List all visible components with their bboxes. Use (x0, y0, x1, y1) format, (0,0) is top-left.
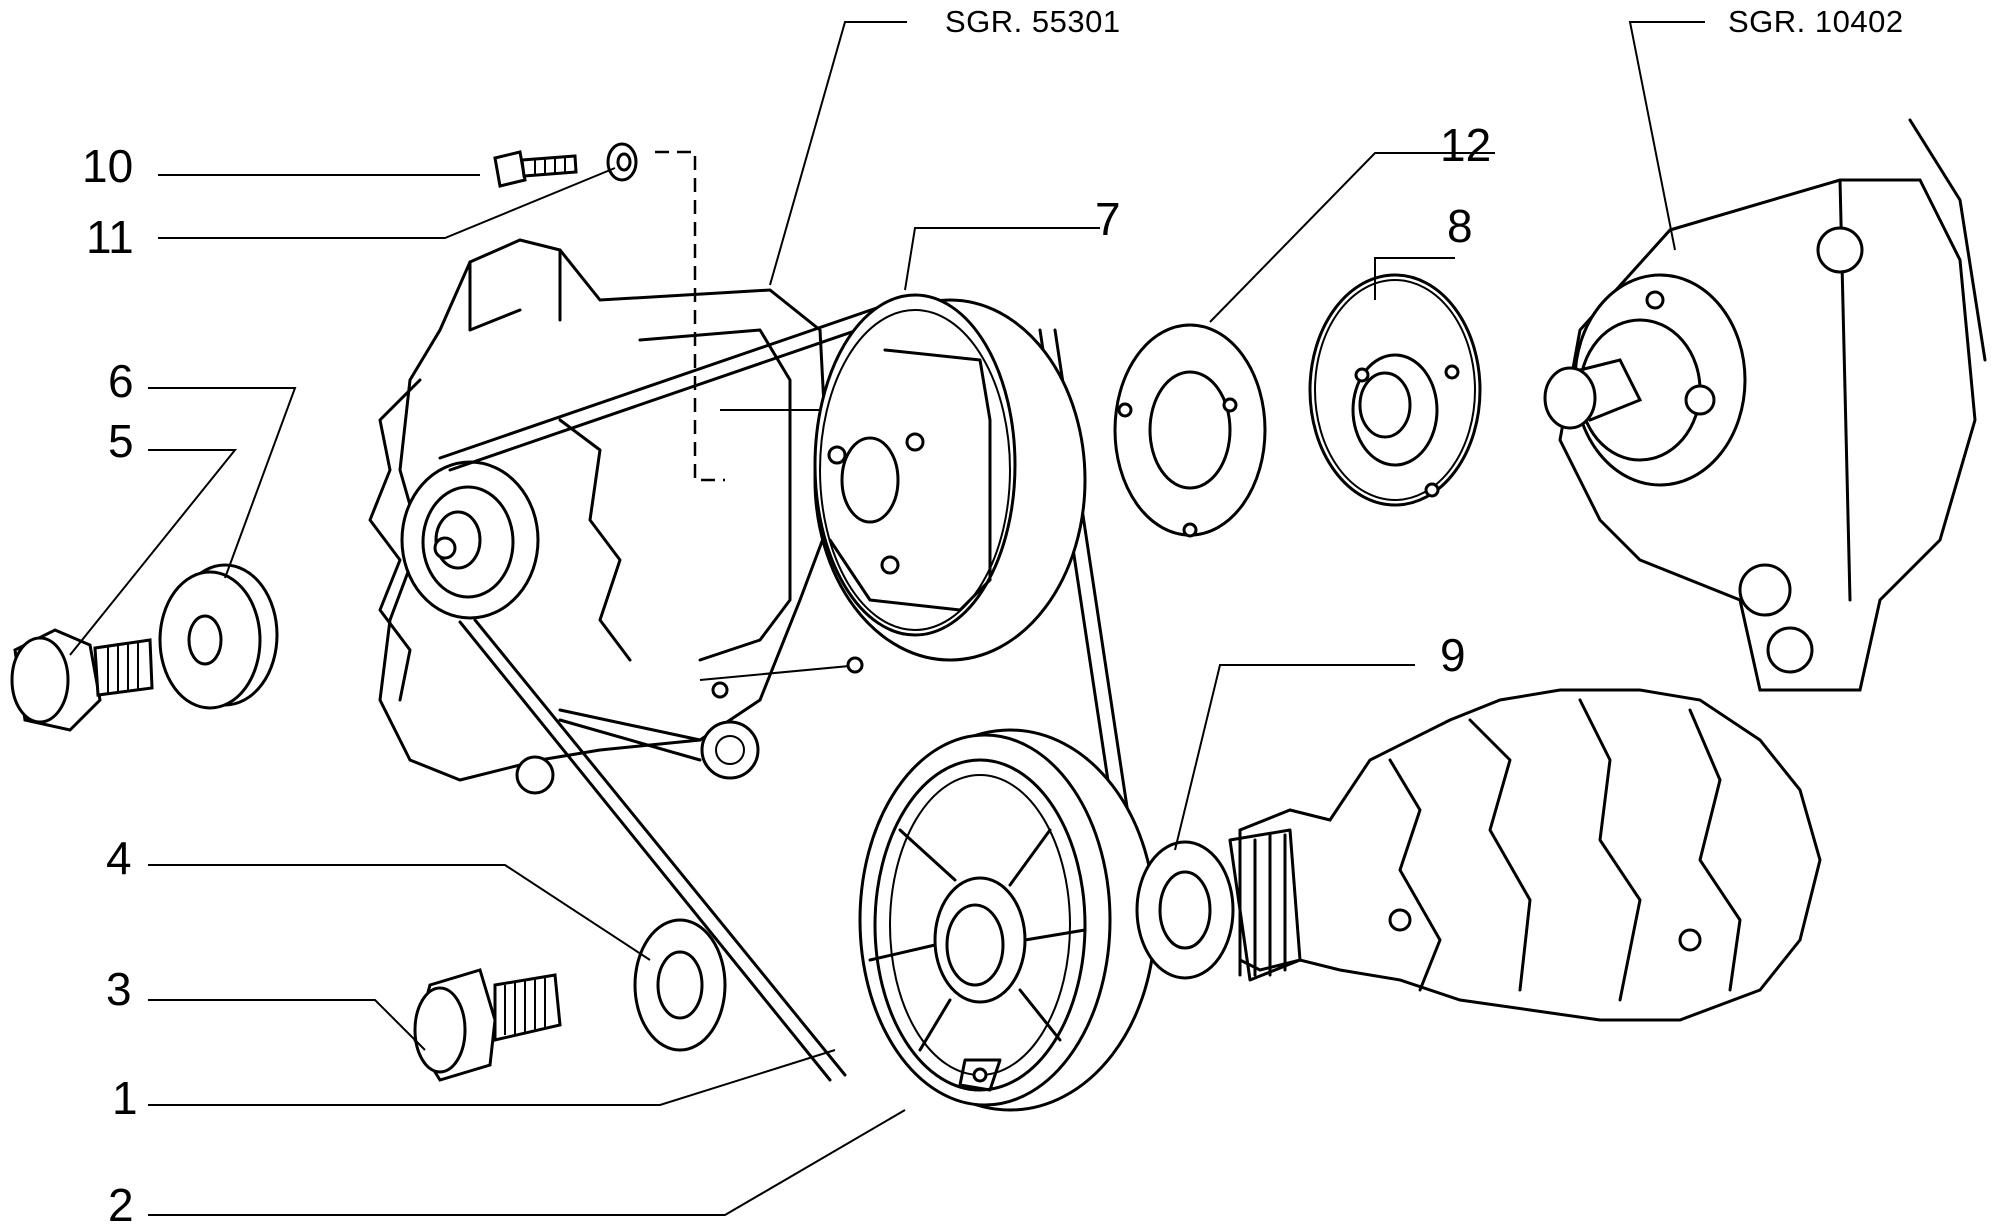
washer-11 (606, 142, 638, 182)
callout-4: 4 (106, 832, 132, 884)
pump-pulley (813, 293, 1087, 662)
callout-10: 10 (82, 140, 134, 192)
washer-4 (633, 918, 727, 1052)
callout-7: 7 (1095, 193, 1121, 245)
alternator-pulley (400, 460, 540, 620)
alignment-dashed-line (655, 150, 725, 482)
alternator (368, 238, 864, 795)
flange-plate (1113, 323, 1267, 538)
hub (1308, 273, 1482, 507)
callout-12: 12 (1440, 119, 1492, 171)
bolt-3 (413, 968, 562, 1082)
water-pump (1543, 118, 1987, 692)
callout-9: 9 (1440, 629, 1466, 681)
crankshaft-pulley (858, 728, 1157, 1112)
washer-9 (1135, 840, 1235, 980)
callout-1: 1 (112, 1072, 138, 1124)
callout-6: 6 (108, 355, 134, 407)
callout-5: 5 (108, 415, 134, 467)
callout-8: 8 (1447, 200, 1473, 252)
reference-sgr-10402: SGR. 10402 (1728, 4, 1904, 39)
bolt-5 (10, 628, 154, 732)
leader-lines (69, 21, 1705, 1216)
reference-sgr-55301: SGR. 55301 (945, 4, 1121, 39)
callout-11: 11 (86, 211, 134, 263)
callout-2: 2 (108, 1179, 134, 1231)
crankshaft (1228, 688, 1822, 1022)
bolt-10 (493, 150, 578, 188)
washer-6 (158, 563, 279, 710)
callout-3: 3 (106, 963, 132, 1015)
